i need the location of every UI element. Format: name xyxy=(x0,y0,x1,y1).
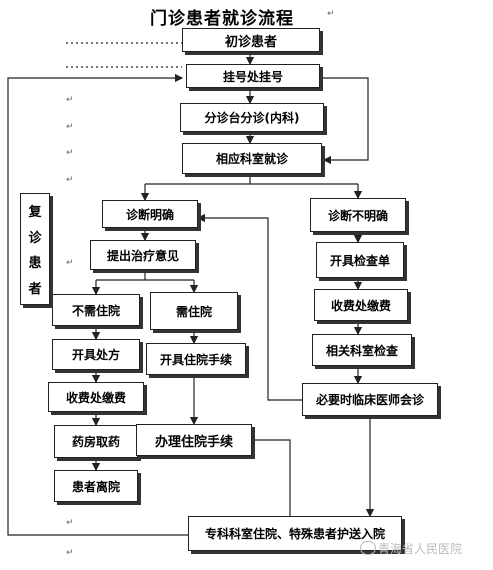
paragraph-mark: ↵ xyxy=(66,258,74,268)
wechat-icon xyxy=(360,541,376,555)
specialist-admission-box: 专科科室住院、特殊患者护送入院 xyxy=(188,516,402,551)
initial-patient-box: 初诊患者 xyxy=(182,28,320,52)
paragraph-mark: ↵ xyxy=(66,548,74,558)
diagram-title: 门诊患者就诊流程 xyxy=(150,9,294,29)
triage-box: 分诊台分诊(内科) xyxy=(180,103,324,132)
payment-box-right: 收费处缴费 xyxy=(314,289,408,321)
return-patient-char: 者 xyxy=(28,281,42,297)
return-patient-char: 复 xyxy=(28,205,42,221)
consultation-box: 必要时临床医师会诊 xyxy=(302,383,438,416)
related-exam-box: 相关科室检查 xyxy=(312,334,412,366)
unclear-diagnosis-box: 诊断不明确 xyxy=(310,198,406,232)
payment-box-left: 收费处缴费 xyxy=(48,382,144,412)
paragraph-mark: ↵ xyxy=(66,175,74,185)
prescription-box: 开具处方 xyxy=(52,339,140,370)
no-admission-box: 不需住院 xyxy=(52,294,140,326)
admission-forms-box: 开具住院手续 xyxy=(146,343,246,375)
paragraph-mark: ↵ xyxy=(66,95,74,105)
discharge-box: 患者离院 xyxy=(54,470,138,502)
return-patient-box: 复 诊 患 者 xyxy=(20,193,50,305)
admission-needed-box: 需住院 xyxy=(150,292,238,330)
paragraph-mark: ↵ xyxy=(66,122,74,132)
pharmacy-box: 药房取药 xyxy=(54,425,138,458)
return-patient-char: 诊 xyxy=(28,230,42,246)
return-patient-char: 患 xyxy=(28,256,42,272)
paragraph-mark: ↵ xyxy=(66,518,74,528)
paragraph-mark: ↵ xyxy=(327,9,335,19)
registration-box: 挂号处挂号 xyxy=(186,64,320,88)
department-visit-box: 相应科室就诊 xyxy=(182,143,322,174)
watermark: 青海省人民医院 xyxy=(378,542,463,556)
admission-procedure-box: 办理住院手续 xyxy=(136,424,252,456)
treatment-opinion-box: 提出治疗意见 xyxy=(90,240,196,270)
paragraph-mark: ↵ xyxy=(66,148,74,158)
clear-diagnosis-box: 诊断明确 xyxy=(102,200,198,228)
exam-order-box: 开具检查单 xyxy=(316,242,404,278)
